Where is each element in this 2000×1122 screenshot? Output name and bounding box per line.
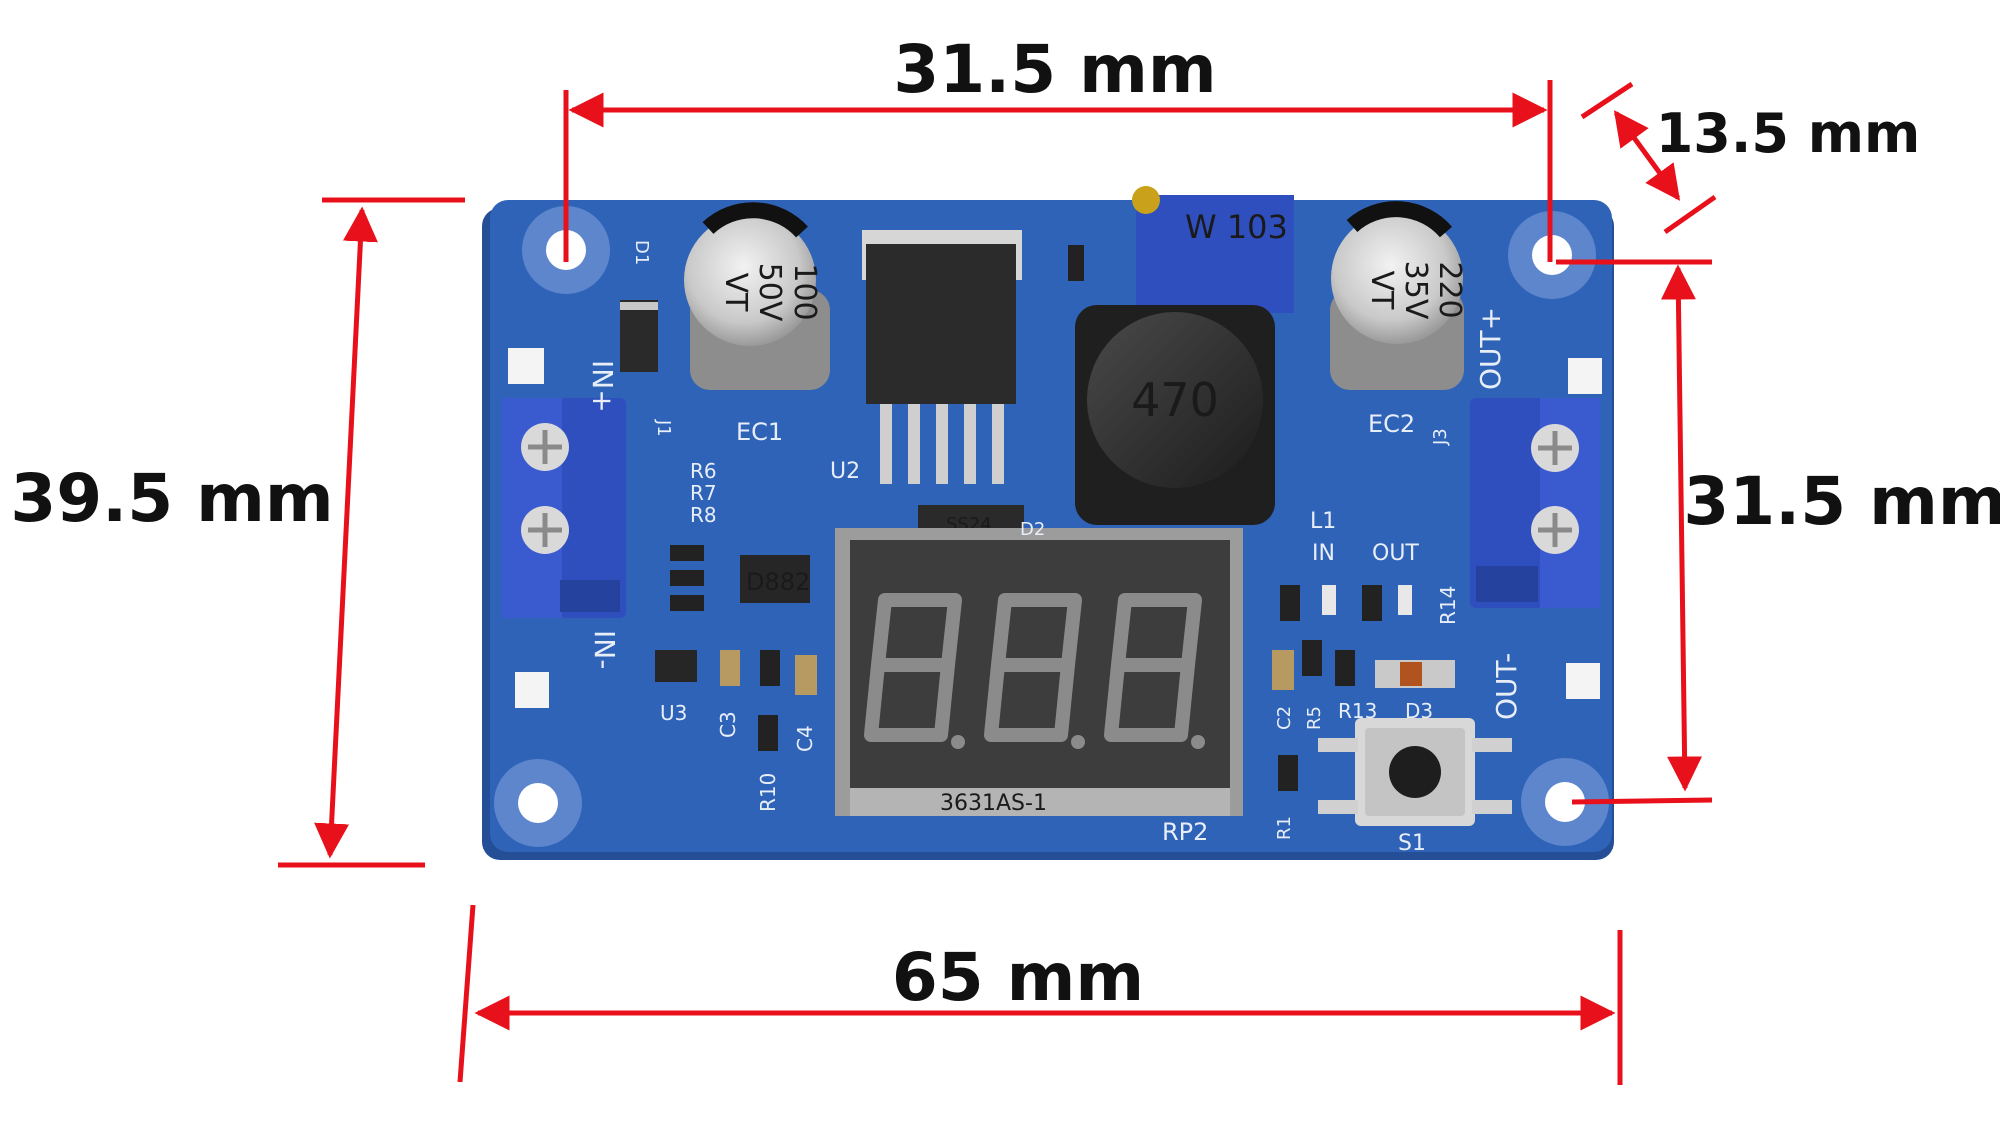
solder-pad bbox=[1568, 358, 1602, 394]
corner-offset-arrow bbox=[1613, 110, 1681, 201]
pot-label: W 103 bbox=[1185, 208, 1288, 246]
left-height-label: 39.5 mm bbox=[10, 460, 333, 537]
display-digit-1 bbox=[864, 593, 962, 742]
smd-resistor bbox=[1068, 245, 1084, 281]
input-terminal-block bbox=[502, 398, 626, 618]
smd-capacitor bbox=[1272, 650, 1294, 690]
silk-l1: L1 bbox=[1310, 509, 1336, 534]
silk-out-plus: OUT+ bbox=[1474, 307, 1507, 390]
corner-offset-extension-upper bbox=[1580, 81, 1634, 120]
smd-capacitor bbox=[720, 650, 740, 686]
output-terminal-block bbox=[1470, 398, 1600, 608]
display-digit-2 bbox=[984, 593, 1082, 742]
top-width-label: 31.5 mm bbox=[893, 31, 1216, 108]
smd-resistor bbox=[758, 715, 778, 751]
silk-in-minus: IN- bbox=[588, 630, 621, 669]
smd-resistor bbox=[670, 545, 704, 561]
silk-j1: J1 bbox=[653, 419, 674, 437]
display-dot bbox=[1071, 735, 1085, 749]
corner-offset-label: 13.5 mm bbox=[1656, 102, 1921, 165]
silk-u2: U2 bbox=[830, 459, 860, 484]
silk-ec2: EC2 bbox=[1368, 410, 1415, 438]
smd-resistor bbox=[670, 595, 704, 611]
display-dot bbox=[1191, 735, 1205, 749]
regulator-u2 bbox=[862, 230, 1022, 484]
transistor-label: D882 bbox=[746, 568, 810, 596]
silk-d2: D2 bbox=[1020, 519, 1045, 540]
potentiometer: W 103 bbox=[1132, 186, 1294, 313]
silk-s1: S1 bbox=[1398, 831, 1426, 856]
silk-r6: R6 bbox=[690, 459, 717, 483]
silk-r8: R8 bbox=[690, 503, 717, 527]
inductor-label: 470 bbox=[1131, 373, 1219, 427]
ec2-series: VT bbox=[1364, 271, 1399, 311]
smd-resistor bbox=[1362, 585, 1382, 621]
silk-r7: R7 bbox=[690, 481, 717, 505]
bottom-width-label: 65 mm bbox=[892, 939, 1144, 1016]
smd-resistor bbox=[760, 650, 780, 686]
silk-led-out: OUT bbox=[1372, 541, 1419, 566]
right-height-arrow bbox=[1660, 264, 1703, 792]
corner-offset-extension-lower bbox=[1663, 194, 1717, 235]
ec2-voltage: 35V bbox=[1398, 261, 1433, 320]
smd-resistor bbox=[670, 570, 704, 586]
silk-c3: C3 bbox=[716, 711, 740, 738]
display-part-label: 3631AS-1 bbox=[940, 791, 1047, 816]
display-dot bbox=[951, 735, 965, 749]
display-digit-3 bbox=[1104, 593, 1202, 742]
silk-r14: R14 bbox=[1436, 586, 1460, 625]
bottom-width-extension-left bbox=[457, 904, 476, 1083]
mounting-hole-br bbox=[1521, 758, 1609, 846]
silk-in-plus: IN+ bbox=[586, 360, 619, 413]
silk-led-in: IN bbox=[1312, 541, 1335, 566]
led-out bbox=[1398, 585, 1412, 615]
silk-out-minus: OUT- bbox=[1490, 653, 1523, 720]
silk-c4: C4 bbox=[793, 725, 817, 752]
chip-u3 bbox=[655, 650, 697, 682]
diode-d3-band bbox=[1400, 662, 1422, 686]
silk-r13: R13 bbox=[1338, 699, 1377, 723]
right-height-label: 31.5 mm bbox=[1683, 463, 2000, 540]
right-height-extension-bottom bbox=[1571, 797, 1713, 805]
silk-rp2: RP2 bbox=[1162, 818, 1208, 846]
smd-resistor bbox=[1280, 585, 1300, 621]
ec1-voltage: 50V bbox=[752, 263, 787, 322]
smd-resistor bbox=[1302, 640, 1322, 676]
silk-r1: R1 bbox=[1274, 816, 1295, 840]
dimension-lines bbox=[278, 80, 1717, 1085]
capacitor-ec1: 100 50V VT bbox=[684, 202, 830, 390]
smd-capacitor bbox=[795, 655, 817, 695]
silk-c2: C2 bbox=[1274, 706, 1295, 730]
pcb-board: 100 50V VT W 103 470 bbox=[482, 186, 1614, 860]
solder-pad bbox=[515, 672, 549, 708]
silk-d1: D1 bbox=[631, 240, 652, 265]
smd-resistor bbox=[1335, 650, 1355, 686]
solder-pad bbox=[1566, 663, 1600, 699]
silk-r10: R10 bbox=[756, 773, 780, 812]
diode-d1 bbox=[620, 300, 658, 372]
silk-r5: R5 bbox=[1304, 706, 1325, 730]
display-digits bbox=[864, 593, 1202, 742]
button-cap[interactable] bbox=[1389, 746, 1441, 798]
transistor-d882: D882 bbox=[740, 555, 810, 603]
silk-d3: D3 bbox=[1405, 699, 1433, 723]
silk-j3: J3 bbox=[1430, 428, 1451, 446]
left-height-arrow bbox=[314, 206, 378, 859]
push-button-s1[interactable] bbox=[1318, 718, 1512, 826]
ec2-value: 220 bbox=[1432, 261, 1467, 318]
inductor-l1: 470 bbox=[1075, 305, 1275, 525]
silk-u3: U3 bbox=[660, 701, 687, 725]
silk-ec1: EC1 bbox=[736, 418, 783, 446]
smd-resistor bbox=[1278, 755, 1298, 791]
mounting-hole-bl bbox=[494, 759, 582, 847]
seven-segment-display: 3631AS-1 bbox=[835, 528, 1243, 816]
led-in bbox=[1322, 585, 1336, 615]
ec1-value: 100 bbox=[787, 263, 822, 320]
solder-pad bbox=[508, 348, 544, 384]
ec1-series: VT bbox=[718, 273, 753, 313]
capacitor-ec2: 220 35V VT bbox=[1330, 201, 1467, 390]
